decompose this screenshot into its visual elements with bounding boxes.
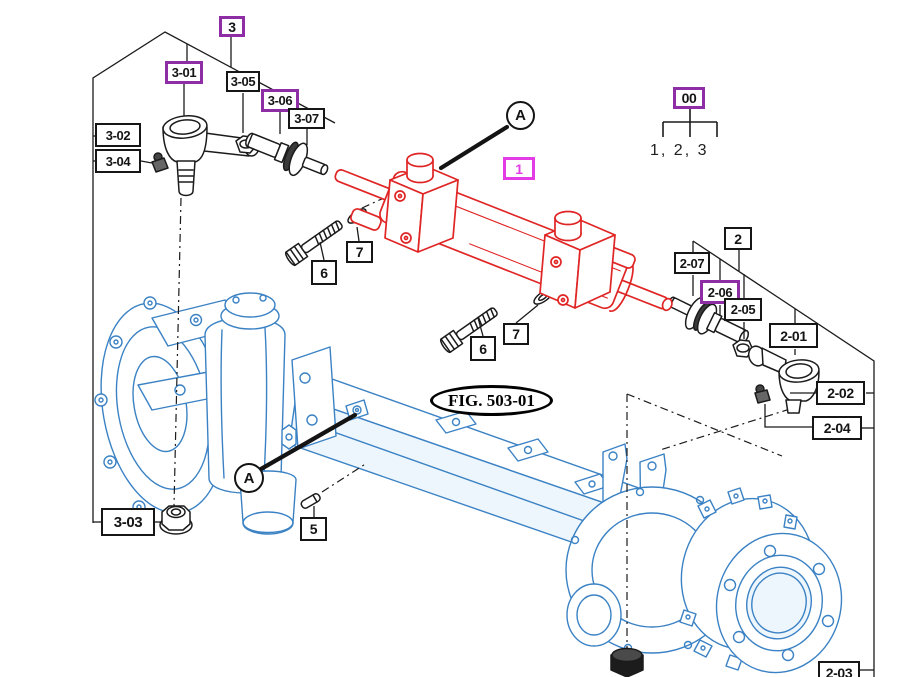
- tie-rod-end-right[interactable]: [746, 344, 820, 414]
- right-hub-flange: [715, 532, 843, 674]
- axle-beam: [281, 346, 667, 563]
- group00-bracket: [662, 109, 718, 137]
- callout-group-2[interactable]: 2: [724, 227, 752, 250]
- callout-3-07[interactable]: 3-07: [288, 108, 325, 129]
- flange-nut-left[interactable]: [159, 505, 193, 535]
- callout-3-04[interactable]: 3-04: [95, 149, 141, 173]
- kingpin-housing: [204, 292, 297, 535]
- callout-3-01[interactable]: 3-01: [165, 61, 203, 84]
- tie-rod-end-left[interactable]: [162, 114, 260, 197]
- steering-cylinder-highlighted[interactable]: [326, 149, 681, 331]
- callout-7-front[interactable]: 7: [346, 241, 373, 263]
- callout-group-3[interactable]: 3: [219, 16, 245, 37]
- bolt-front[interactable]: [284, 217, 345, 267]
- grease-fitting-right[interactable]: [754, 384, 771, 404]
- callout-3-02[interactable]: 3-02: [95, 123, 141, 147]
- view-a-pointer-lines: [258, 124, 510, 472]
- group-00-items: 1, 2, 3: [650, 142, 709, 159]
- callout-group-00[interactable]: 00: [673, 87, 705, 109]
- callout-2-04[interactable]: 2-04: [812, 416, 862, 440]
- callout-2-03-clipped[interactable]: 2-03: [818, 661, 860, 677]
- callout-3-06[interactable]: 3-06: [261, 89, 299, 112]
- callout-6-front[interactable]: 6: [311, 260, 337, 285]
- group2-fence-lines: [692, 240, 875, 677]
- front-axle-housing-drawing[interactable]: [86, 292, 857, 677]
- callout-2-02[interactable]: 2-02: [816, 381, 865, 405]
- grease-fitting-left[interactable]: [151, 152, 169, 173]
- callout-2-01[interactable]: 2-01: [769, 323, 818, 348]
- cylinder-clamp-rear: [539, 210, 636, 309]
- callout-2-07[interactable]: 2-07: [674, 252, 710, 274]
- callout-3-03[interactable]: 3-03: [101, 508, 155, 536]
- view-marker-a-bottom: A: [234, 463, 264, 493]
- callout-6-rear[interactable]: 6: [470, 336, 496, 361]
- callout-3-05[interactable]: 3-05: [226, 71, 260, 92]
- figure-reference-label[interactable]: FIG. 503-01: [430, 385, 553, 416]
- callout-part-1-selected[interactable]: 1: [503, 157, 535, 180]
- bolt-rear[interactable]: [439, 304, 500, 354]
- callout-5[interactable]: 5: [300, 517, 327, 541]
- callout-2-05[interactable]: 2-05: [724, 298, 762, 321]
- view-marker-a-top: A: [506, 101, 535, 130]
- callout-7-rear[interactable]: 7: [503, 323, 529, 345]
- dowel-pin[interactable]: [300, 493, 321, 510]
- ball-joint-left[interactable]: [240, 123, 333, 187]
- cylinder-clamp-front: [350, 152, 459, 253]
- callout-2-06[interactable]: 2-06: [700, 280, 740, 304]
- hardware-parts[interactable]: [151, 114, 820, 677]
- lower-kingpin-nut[interactable]: [610, 647, 644, 677]
- steering-knuckle-arms: [137, 299, 243, 411]
